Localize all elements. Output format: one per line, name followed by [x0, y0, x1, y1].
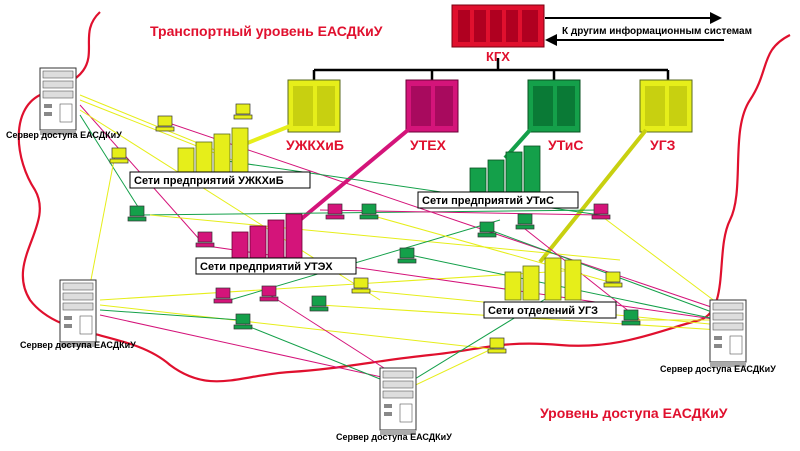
cluster-uzhkxib — [177, 127, 249, 179]
workstation-icon — [233, 313, 253, 330]
network-label-box — [483, 301, 617, 319]
workstation-icon — [621, 309, 641, 326]
workstation-icon — [359, 203, 379, 220]
network-label-box — [195, 257, 357, 275]
access-level-title: Уровень доступа ЕАСДКиУ — [540, 405, 728, 421]
workstation-icon — [603, 271, 623, 288]
workstation-icon — [213, 287, 233, 304]
dept-label-utex: УТЕХ — [410, 137, 447, 153]
dept-cabinet-utis — [527, 79, 581, 133]
workstation-icon — [325, 203, 345, 220]
network-label-ugz: Сети отделений УГЗ — [488, 305, 598, 317]
network-label-utis: Сети предприятий УТиС — [422, 195, 554, 207]
server-label: Сервер доступа ЕАСДКиУ — [6, 130, 122, 140]
workstation-icon — [127, 205, 147, 222]
workstation-icon — [591, 203, 611, 220]
network-label-uteh: Сети предприятий УТЭХ — [200, 261, 333, 273]
workstation-icon — [109, 147, 129, 164]
dept-label-uzhkxib: УЖКХиБ — [286, 137, 344, 153]
server-label: Сервер доступа ЕАСДКиУ — [336, 432, 452, 442]
dept-cabinet-ugz — [639, 79, 693, 133]
workstation-icon — [351, 277, 371, 294]
network-label-box — [417, 191, 579, 209]
hub-tree — [312, 58, 670, 80]
network-label-uzhkxib: Сети предприятий УЖКХиБ — [134, 175, 284, 187]
workstation-icon — [397, 247, 417, 264]
kgx-hub — [451, 4, 545, 48]
access-server — [39, 67, 77, 136]
external-link-arrows — [545, 12, 724, 46]
server-label: Сервер доступа ЕАСДКиУ — [660, 364, 776, 374]
access-server — [59, 279, 97, 348]
transport-level-title: Транспортный уровень ЕАСДКиУ — [150, 23, 383, 39]
workstation-icon — [155, 115, 175, 132]
hub-label: КГХ — [486, 49, 510, 64]
workstation-icon — [515, 213, 535, 230]
workstation-icon — [195, 231, 215, 248]
workstation-icon — [259, 285, 279, 302]
server-label: Сервер доступа ЕАСДКиУ — [20, 340, 136, 350]
dept-label-ugz: УГЗ — [650, 137, 676, 153]
workstation-icon — [309, 295, 329, 312]
dept-cabinet-uzhkxib — [287, 79, 341, 133]
cluster-uteh — [231, 213, 303, 261]
workstations — [109, 103, 641, 354]
cluster-utis — [469, 145, 541, 193]
cluster-ugz — [504, 257, 582, 301]
network-label-box — [129, 171, 311, 189]
workstation-icon — [487, 337, 507, 354]
access-server — [379, 367, 417, 436]
external-link-label-bg — [558, 24, 768, 38]
workstation-icon — [477, 221, 497, 238]
workstation-icon — [233, 103, 253, 120]
external-link-label: К другим информационным системам — [562, 25, 752, 37]
access-boundary-curve — [17, 11, 791, 383]
access-server — [709, 299, 747, 368]
dept-cabinet-utex — [405, 79, 459, 133]
dept-label-utis: УТиС — [548, 137, 583, 153]
